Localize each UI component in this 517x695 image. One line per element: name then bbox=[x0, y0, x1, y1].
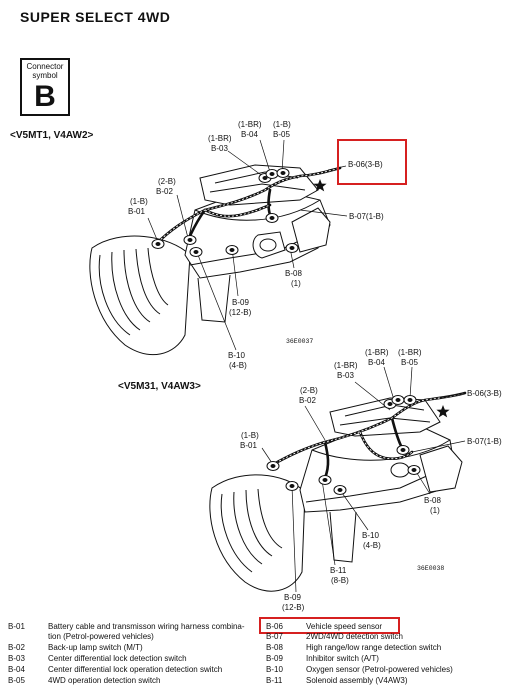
label-b09-bottom-wire: (12-B) bbox=[282, 603, 305, 612]
speed-sensor-star-bottom bbox=[436, 405, 450, 418]
label-b03-top-wire: (1-BR) bbox=[208, 134, 232, 143]
legend-text: Vehicle speed sensor bbox=[306, 622, 383, 631]
legend-text: 4WD operation detection switch bbox=[48, 676, 161, 685]
legend-row-b03: B-03 Center differential lock detection s… bbox=[8, 654, 187, 664]
legend-text: tion (Petrol-powered vehicles) bbox=[48, 632, 154, 641]
legend-text: Center differential lock detection switc… bbox=[48, 654, 187, 663]
label-b02-top-wire: (2-B) bbox=[158, 177, 176, 186]
label-b07-bottom: B-07(1-B) bbox=[467, 437, 502, 446]
label-b08-top-wire: (1) bbox=[291, 279, 301, 288]
transmission-drawing-bottom bbox=[209, 397, 463, 592]
connector-symbol-box: Connector symbol B bbox=[20, 58, 70, 116]
label-b04-bottom-wire: (1-BR) bbox=[365, 348, 389, 357]
legend-row-b04: B-04 Center differential lock operation d… bbox=[8, 665, 222, 675]
legend-text: 2WD/4WD detection switch bbox=[306, 632, 403, 641]
legend-row-b06: B-06 Vehicle speed sensor bbox=[266, 622, 382, 632]
label-b10-top-wire: (4-B) bbox=[229, 361, 247, 370]
label-b05-bottom-wire: (1-BR) bbox=[398, 348, 422, 357]
legend-row-b07: B-07 2WD/4WD detection switch bbox=[266, 632, 403, 642]
label-b02-bottom-code: B-02 bbox=[299, 396, 316, 405]
figure-code-top: 36E0037 bbox=[286, 338, 313, 345]
legend-row-b09: B-09 Inhibitor switch (A/T) bbox=[266, 654, 379, 664]
legend-row-b11: B-11 Solenoid assembly (V4AW3) bbox=[266, 676, 408, 686]
label-b04-top-code: B-04 bbox=[241, 130, 258, 139]
label-b10-bottom-wire: (4-B) bbox=[363, 541, 381, 550]
label-b08-top-code: B-08 bbox=[285, 269, 302, 278]
legend-text: Back-up lamp switch (M/T) bbox=[48, 643, 143, 652]
label-b06-bottom: B-06(3-B) bbox=[467, 389, 502, 398]
label-b11-bottom-wire: (8-B) bbox=[331, 576, 349, 585]
connector-symbol-caption: Connector symbol bbox=[26, 62, 64, 80]
speed-sensor-star-top bbox=[313, 179, 327, 192]
legend-code: B-06 bbox=[266, 622, 283, 631]
label-b01-top-code: B-01 bbox=[128, 207, 145, 216]
label-b02-top-code: B-02 bbox=[156, 187, 173, 196]
label-b05-top-code: B-05 bbox=[273, 130, 290, 139]
variant-label-bottom: <V5M31, V4AW3> bbox=[118, 381, 201, 392]
label-b05-bottom-code: B-05 bbox=[401, 358, 418, 367]
label-b09-top-code: B-09 bbox=[232, 298, 249, 307]
wiring-harness-top-inner bbox=[154, 167, 341, 246]
label-b03-bottom-wire: (1-BR) bbox=[334, 361, 358, 370]
wiring-diagrams: (1-B) B-01 (2-B) B-02 (1-BR) B-03 (1-BR)… bbox=[89, 120, 502, 612]
label-b01-top-wire: (1-B) bbox=[130, 197, 148, 206]
label-b01-bottom-wire: (1-B) bbox=[241, 431, 259, 440]
legend-code: B-05 bbox=[8, 676, 25, 685]
wiring-harness-bottom-inner bbox=[271, 392, 466, 466]
legend-code: B-11 bbox=[266, 676, 283, 685]
legend-text: High range/low range detection switch bbox=[306, 643, 442, 652]
label-b03-bottom-code: B-03 bbox=[337, 371, 354, 380]
legend-row-b10: B-10 Oxygen sensor (Petrol-powered vehicl… bbox=[266, 665, 453, 675]
legend-text: Center differential lock operation detec… bbox=[48, 665, 223, 674]
label-b08-bottom-code: B-08 bbox=[424, 496, 441, 505]
legend-code: B-07 bbox=[266, 632, 283, 641]
legend-code: B-08 bbox=[266, 643, 283, 652]
label-b09-top-wire: (12-B) bbox=[229, 308, 252, 317]
legend-code: B-03 bbox=[8, 654, 25, 663]
label-b09-bottom-code: B-09 bbox=[284, 593, 301, 602]
label-b10-bottom-code: B-10 bbox=[362, 531, 379, 540]
label-b04-top-wire: (1-BR) bbox=[238, 120, 262, 129]
label-b08-bottom-wire: (1) bbox=[430, 506, 440, 515]
label-b03-top-code: B-03 bbox=[211, 144, 228, 153]
label-b11-bottom-code: B-11 bbox=[330, 566, 347, 575]
legend-row-b08: B-08 High range/low range detection switc… bbox=[266, 643, 441, 653]
variant-label-top: <V5MT1, V4AW2> bbox=[10, 130, 94, 141]
figure-code-bottom: 36E0038 bbox=[417, 565, 444, 572]
legend-text: Solenoid assembly (V4AW3) bbox=[306, 676, 408, 685]
legend-code: B-09 bbox=[266, 654, 283, 663]
label-b07-top: B-07(1-B) bbox=[349, 212, 384, 221]
legend-code: B-01 bbox=[8, 622, 25, 631]
legend-text: Inhibitor switch (A/T) bbox=[306, 654, 379, 663]
transmission-drawing-top bbox=[89, 164, 331, 355]
legend-row-b01: B-01 Battery cable and transmisson wiring… bbox=[8, 622, 245, 632]
legend-row-b01-cont: tion (Petrol-powered vehicles) bbox=[48, 632, 154, 642]
page-title: SUPER SELECT 4WD bbox=[20, 9, 171, 25]
legend-row-b05: B-05 4WD operation detection switch bbox=[8, 676, 161, 686]
label-b06-top: B-06(3-B) bbox=[348, 160, 383, 169]
label-b01-bottom-code: B-01 bbox=[240, 441, 257, 450]
highlight-box-b06-diagram bbox=[337, 139, 407, 185]
legend-code: B-02 bbox=[8, 643, 25, 652]
connector-symbol-letter: B bbox=[34, 80, 56, 113]
legend-code: B-04 bbox=[8, 665, 25, 674]
highlight-box-b06-legend bbox=[259, 617, 400, 634]
label-b02-bottom-wire: (2-B) bbox=[300, 386, 318, 395]
label-b05-top-wire: (1-B) bbox=[273, 120, 291, 129]
legend-row-b02: B-02 Back-up lamp switch (M/T) bbox=[8, 643, 143, 653]
label-b04-bottom-code: B-04 bbox=[368, 358, 385, 367]
legend-code: B-10 bbox=[266, 665, 283, 674]
label-b10-top-code: B-10 bbox=[228, 351, 245, 360]
legend-text: Battery cable and transmisson wiring har… bbox=[48, 622, 245, 631]
legend-text: Oxygen sensor (Petrol-powered vehicles) bbox=[306, 665, 453, 674]
